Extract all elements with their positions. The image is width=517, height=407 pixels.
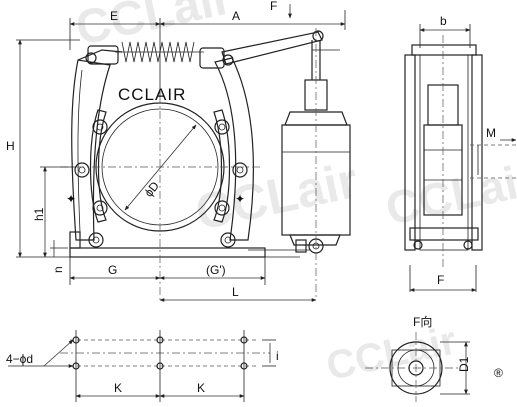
dim-label-G-prime: (G') xyxy=(206,263,226,277)
watermark-text: CCLair xyxy=(71,0,236,56)
dim-label-L: L xyxy=(232,285,239,299)
left-brake-arm xyxy=(71,59,111,241)
dim-label-bolt-holes: 4−ϕd xyxy=(6,352,33,366)
dim-label-E: E xyxy=(110,9,118,23)
spring xyxy=(115,41,204,63)
svg-text:✦: ✦ xyxy=(66,192,76,206)
dim-label-D: ϕD xyxy=(141,179,162,200)
front-view: ✦ ✦ xyxy=(6,0,503,380)
dim-label-b: b xyxy=(440,14,447,28)
side-view: b M F xyxy=(404,14,517,292)
diameter-line xyxy=(124,124,197,211)
dim-label-G: G xyxy=(108,263,117,277)
dim-label-M: M xyxy=(486,126,496,140)
dim-label-F-side: F xyxy=(437,273,444,287)
plan-view: K K 4−ϕd i xyxy=(6,330,279,402)
left-shoe xyxy=(89,109,107,223)
lever xyxy=(221,31,323,65)
svg-text:✦: ✦ xyxy=(235,192,245,206)
dim-label-A: A xyxy=(232,9,240,23)
right-brake-arm xyxy=(214,57,255,241)
f-view-title: F向 xyxy=(413,314,432,329)
f-direction-view: F向 D1 xyxy=(365,314,471,402)
registered-mark: ® xyxy=(494,366,503,380)
dim-label-i: i xyxy=(276,349,279,363)
dim-label-h1: h1 xyxy=(32,207,46,221)
dim-label-H: H xyxy=(6,139,15,153)
dim-label-K-right: K xyxy=(197,381,205,395)
right-shoe xyxy=(213,109,231,223)
brand-label: CCLAIR xyxy=(118,85,186,104)
dim-label-K-left: K xyxy=(114,381,122,395)
dim-label-F-top: F xyxy=(270,0,277,13)
base-plate xyxy=(69,247,266,258)
watermark-text: CCLair xyxy=(381,153,517,235)
dim-label-D1: D1 xyxy=(457,356,471,372)
dim-label-n: n xyxy=(51,266,65,273)
